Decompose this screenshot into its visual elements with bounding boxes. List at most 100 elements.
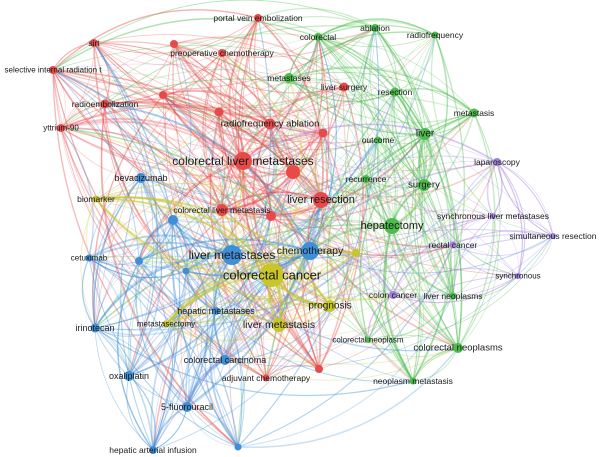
keyword-node[interactable] — [286, 165, 300, 179]
keyword-node[interactable] — [260, 263, 284, 287]
keyword-label[interactable]: chemotherapy — [277, 245, 344, 257]
keyword-node[interactable] — [384, 218, 400, 234]
keyword-label[interactable]: bevacizumab — [114, 173, 167, 183]
keyword-label[interactable]: irinotecan — [75, 323, 114, 333]
keyword-label[interactable]: synchronous — [495, 272, 540, 281]
keyword-label[interactable]: recurrence — [346, 174, 387, 184]
keyword-node[interactable] — [135, 257, 143, 265]
keyword-node[interactable] — [212, 307, 220, 315]
keyword-label[interactable]: metastasectomy — [137, 320, 195, 329]
keyword-node[interactable] — [159, 91, 167, 99]
keyword-node[interactable] — [170, 40, 178, 48]
keyword-node[interactable] — [490, 213, 496, 219]
keyword-node[interactable] — [409, 377, 417, 385]
keyword-node[interactable] — [284, 73, 294, 83]
keyword-label[interactable]: 5-fluorouracil — [161, 402, 213, 412]
keyword-node[interactable] — [315, 365, 323, 373]
keyword-node[interactable] — [352, 249, 360, 257]
keyword-node[interactable] — [550, 233, 556, 239]
keyword-label[interactable]: surgery — [408, 180, 440, 191]
keyword-label[interactable]: liver resection — [287, 194, 355, 206]
keyword-node[interactable] — [218, 49, 226, 57]
keyword-label[interactable]: sirt — [88, 38, 100, 48]
keyword-node[interactable] — [90, 39, 98, 47]
keyword-node[interactable] — [515, 273, 521, 279]
keyword-label[interactable]: prognosis — [308, 301, 351, 312]
keyword-node[interactable] — [168, 215, 178, 225]
keyword-node[interactable] — [124, 371, 134, 381]
keyword-label[interactable]: preoperative chemotherapy — [170, 48, 274, 58]
keyword-node[interactable] — [266, 211, 276, 221]
keyword-node[interactable] — [324, 300, 336, 312]
keyword-label[interactable]: colorectal neoplasm — [332, 336, 403, 345]
keyword-node[interactable] — [220, 355, 230, 365]
keyword-node[interactable] — [92, 195, 100, 203]
keyword-node[interactable] — [418, 179, 430, 191]
keyword-node[interactable] — [49, 66, 57, 74]
keyword-node[interactable] — [262, 374, 270, 382]
keyword-node[interactable] — [374, 136, 382, 144]
keyword-label[interactable]: oxaliplatin — [109, 371, 149, 381]
keyword-node[interactable] — [149, 446, 157, 454]
keyword-node[interactable] — [182, 267, 190, 275]
keyword-label[interactable]: cetuximab — [71, 254, 108, 263]
keyword-node[interactable] — [264, 118, 276, 130]
keyword-node[interactable] — [339, 82, 349, 92]
keyword-node[interactable] — [222, 245, 242, 265]
keyword-label[interactable]: liver — [416, 129, 435, 140]
keyword-node[interactable] — [449, 292, 457, 300]
keyword-label[interactable]: portal vein embolization — [213, 13, 303, 23]
keyword-node[interactable] — [100, 99, 110, 109]
keyword-label[interactable]: hepatic metastases — [177, 306, 255, 316]
keyword-node[interactable] — [449, 241, 457, 249]
keyword-label[interactable]: colon cancer — [369, 290, 417, 300]
keyword-node[interactable] — [182, 402, 192, 412]
keyword-label[interactable]: metastases — [267, 73, 310, 83]
keyword-label[interactable]: colorectal cancer — [223, 268, 322, 283]
keyword-label[interactable]: adjuvant chemotherapy — [222, 373, 311, 383]
keyword-label[interactable]: neoplasm metastasis — [373, 376, 453, 386]
keyword-node[interactable] — [234, 443, 242, 451]
keyword-label[interactable]: colorectal liver metastases — [172, 154, 313, 168]
keyword-label[interactable]: radiofrequency ablation — [221, 119, 320, 130]
keyword-node[interactable] — [254, 14, 262, 22]
keyword-label[interactable]: liver metastases — [189, 248, 276, 262]
keyword-label[interactable]: resection — [378, 87, 413, 97]
keyword-node[interactable] — [493, 158, 501, 166]
keyword-label[interactable]: colorectal — [300, 32, 336, 42]
keyword-label[interactable]: simultaneous resection — [510, 231, 597, 241]
keyword-label[interactable]: liver metastasis — [243, 319, 315, 331]
keyword-node[interactable] — [453, 343, 463, 353]
keyword-node[interactable] — [365, 337, 371, 343]
keyword-label[interactable]: synchronous liver metastases — [437, 211, 549, 221]
keyword-node[interactable] — [162, 320, 170, 328]
keyword-label[interactable]: radiofrequency — [407, 30, 464, 40]
keyword-label[interactable]: colorectal carcinoma — [184, 355, 267, 365]
keyword-node[interactable] — [136, 173, 146, 183]
keyword-label[interactable]: outcome — [362, 135, 395, 145]
keyword-node[interactable] — [234, 152, 252, 170]
keyword-label[interactable]: radioembolization — [72, 99, 139, 109]
keyword-node[interactable] — [314, 33, 322, 41]
keyword-node[interactable] — [301, 242, 319, 260]
keyword-label[interactable]: liver neoplasms — [423, 291, 482, 301]
keyword-label[interactable]: liver surgery — [321, 82, 368, 92]
keyword-node[interactable] — [318, 128, 328, 138]
keyword-label[interactable]: rectal cancer — [429, 240, 478, 250]
keyword-node[interactable] — [272, 318, 286, 332]
keyword-label[interactable]: selective internal radiation t — [5, 66, 103, 75]
keyword-node[interactable] — [216, 204, 228, 216]
keyword-node[interactable] — [85, 254, 93, 262]
keyword-label[interactable]: ablation — [360, 23, 390, 33]
keyword-node[interactable] — [362, 175, 370, 183]
keyword-node[interactable] — [389, 291, 397, 299]
keyword-label[interactable]: biomarker — [77, 194, 115, 204]
keyword-label[interactable]: colorectal liver metastasis — [173, 205, 270, 215]
keyword-node[interactable] — [57, 124, 65, 132]
keyword-node[interactable] — [390, 87, 400, 97]
keyword-label[interactable]: metastasis — [454, 108, 495, 118]
keyword-node[interactable] — [90, 323, 100, 333]
keyword-node[interactable] — [214, 107, 224, 117]
keyword-label[interactable]: hepatic arterial infusion — [109, 445, 197, 455]
